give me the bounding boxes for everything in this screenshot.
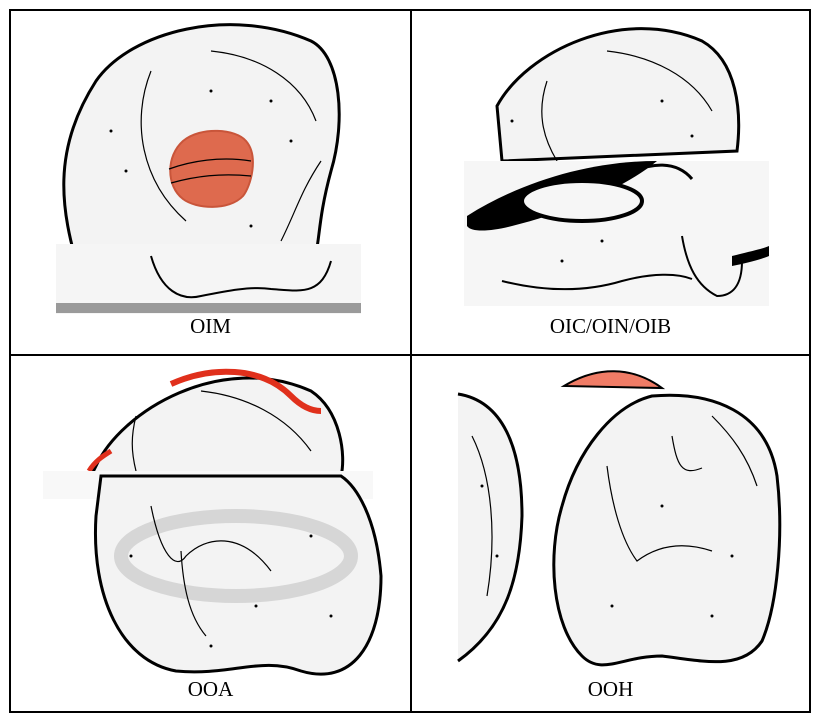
ooh-cap-highlight [564, 371, 662, 388]
table-border-right [809, 9, 811, 713]
cell-ooh: OOH [412, 356, 809, 711]
crown-bar [56, 303, 361, 313]
caption-oic-oin-oib: OIC/OIN/OIB [412, 314, 809, 339]
cavity-inner [522, 181, 642, 221]
tooth-illustration-oim [11, 11, 410, 354]
tooth-outline-left [458, 394, 522, 661]
cell-ooa: OOA [11, 356, 410, 711]
caption-ooh: OOH [412, 677, 809, 702]
caption-ooa: OOA [11, 677, 410, 702]
tooth-outline-right [554, 395, 780, 665]
tooth-illustration-oic [412, 11, 809, 354]
tooth-outline [91, 378, 343, 476]
oim-lesion [170, 131, 253, 207]
cell-oic-oin-oib: OIC/OIN/OIB [412, 11, 809, 354]
caption-oim: OIM [11, 314, 410, 339]
tooth-outline [497, 29, 739, 161]
tooth-illustration-ooh [412, 356, 809, 711]
cell-oim: OIM [11, 11, 410, 354]
tooth-illustration-ooa [11, 356, 410, 711]
